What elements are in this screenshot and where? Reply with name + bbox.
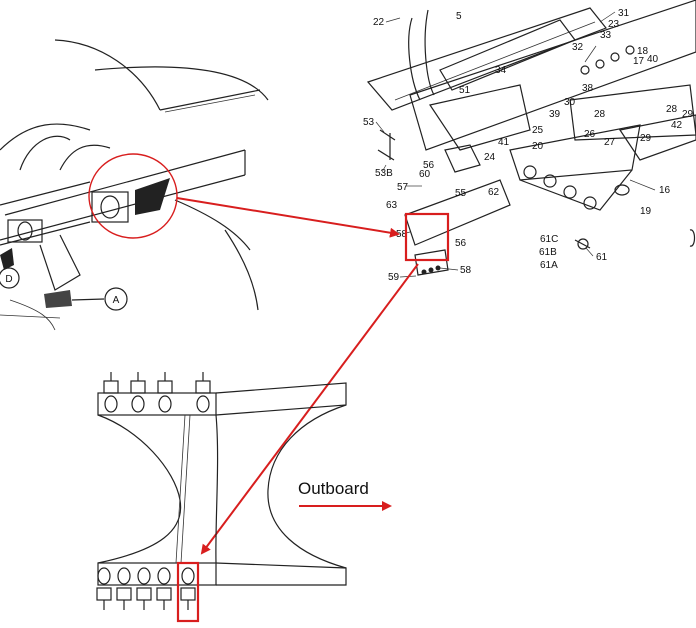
- callout: 20: [532, 141, 544, 152]
- callout: 53: [363, 117, 375, 128]
- arrow-to-exploded-view: [176, 197, 400, 238]
- callout: 33: [600, 30, 612, 41]
- callout: 32: [572, 42, 584, 53]
- callout: 61B: [539, 247, 557, 258]
- callout: 18: [637, 46, 649, 57]
- callout: 60: [419, 169, 431, 180]
- callout: 29: [682, 109, 694, 120]
- arrow-to-detail-view: [200, 263, 419, 555]
- callout: 28: [666, 104, 678, 115]
- callout: 19: [640, 206, 652, 217]
- view-marker-d: D: [5, 274, 12, 285]
- callout: 58: [460, 265, 472, 276]
- callout: 29: [640, 133, 652, 144]
- callout: 39: [549, 109, 561, 120]
- callout: 56: [455, 238, 467, 249]
- callout: 5: [456, 11, 462, 22]
- callout: 40: [647, 54, 659, 65]
- cockpit-sketch: D A: [0, 39, 269, 331]
- highlight-circle: [88, 153, 178, 239]
- callout: 30: [564, 97, 576, 108]
- callout: 28: [594, 109, 606, 120]
- fitting-detail: [96, 372, 347, 610]
- callout: 23: [608, 19, 620, 30]
- callout: 61C: [540, 234, 558, 245]
- callout: 58: [396, 229, 408, 240]
- bolts-bottom: [96, 567, 196, 610]
- callout: 24: [484, 152, 496, 163]
- exploded-wing-view: [366, 0, 696, 276]
- callout: 31: [618, 8, 630, 19]
- callout: 61A: [540, 260, 558, 271]
- callout: 55: [455, 188, 467, 199]
- callout: 26: [584, 129, 596, 140]
- callout: 57: [397, 182, 409, 193]
- leader-lines: [375, 11, 656, 278]
- callout: 38: [582, 83, 594, 94]
- bolts-top: [103, 372, 211, 413]
- direction-label: Outboard: [298, 479, 369, 498]
- highlight-box-exploded: [404, 212, 450, 262]
- callout: 61: [596, 252, 608, 263]
- part-callouts: 22 5 31 23 33 32 18 17 40 34 51 38 30 28…: [363, 8, 694, 283]
- callout: 51: [459, 85, 471, 96]
- callout: 42: [671, 120, 683, 131]
- callout: 56: [423, 160, 435, 171]
- callout: 22: [373, 17, 385, 28]
- callout: 62: [488, 187, 500, 198]
- callout: 63: [386, 200, 398, 211]
- callout: 16: [659, 185, 671, 196]
- callout: 25: [532, 125, 544, 136]
- detail-marker-a: A: [113, 295, 120, 306]
- callout: 27: [604, 137, 616, 148]
- callout: 41: [498, 137, 510, 148]
- callout: 17: [633, 56, 645, 67]
- callout: 53B: [375, 168, 393, 179]
- callout: 34: [495, 65, 507, 76]
- callout: 59: [388, 272, 400, 283]
- highlight-box-detail: [176, 561, 200, 623]
